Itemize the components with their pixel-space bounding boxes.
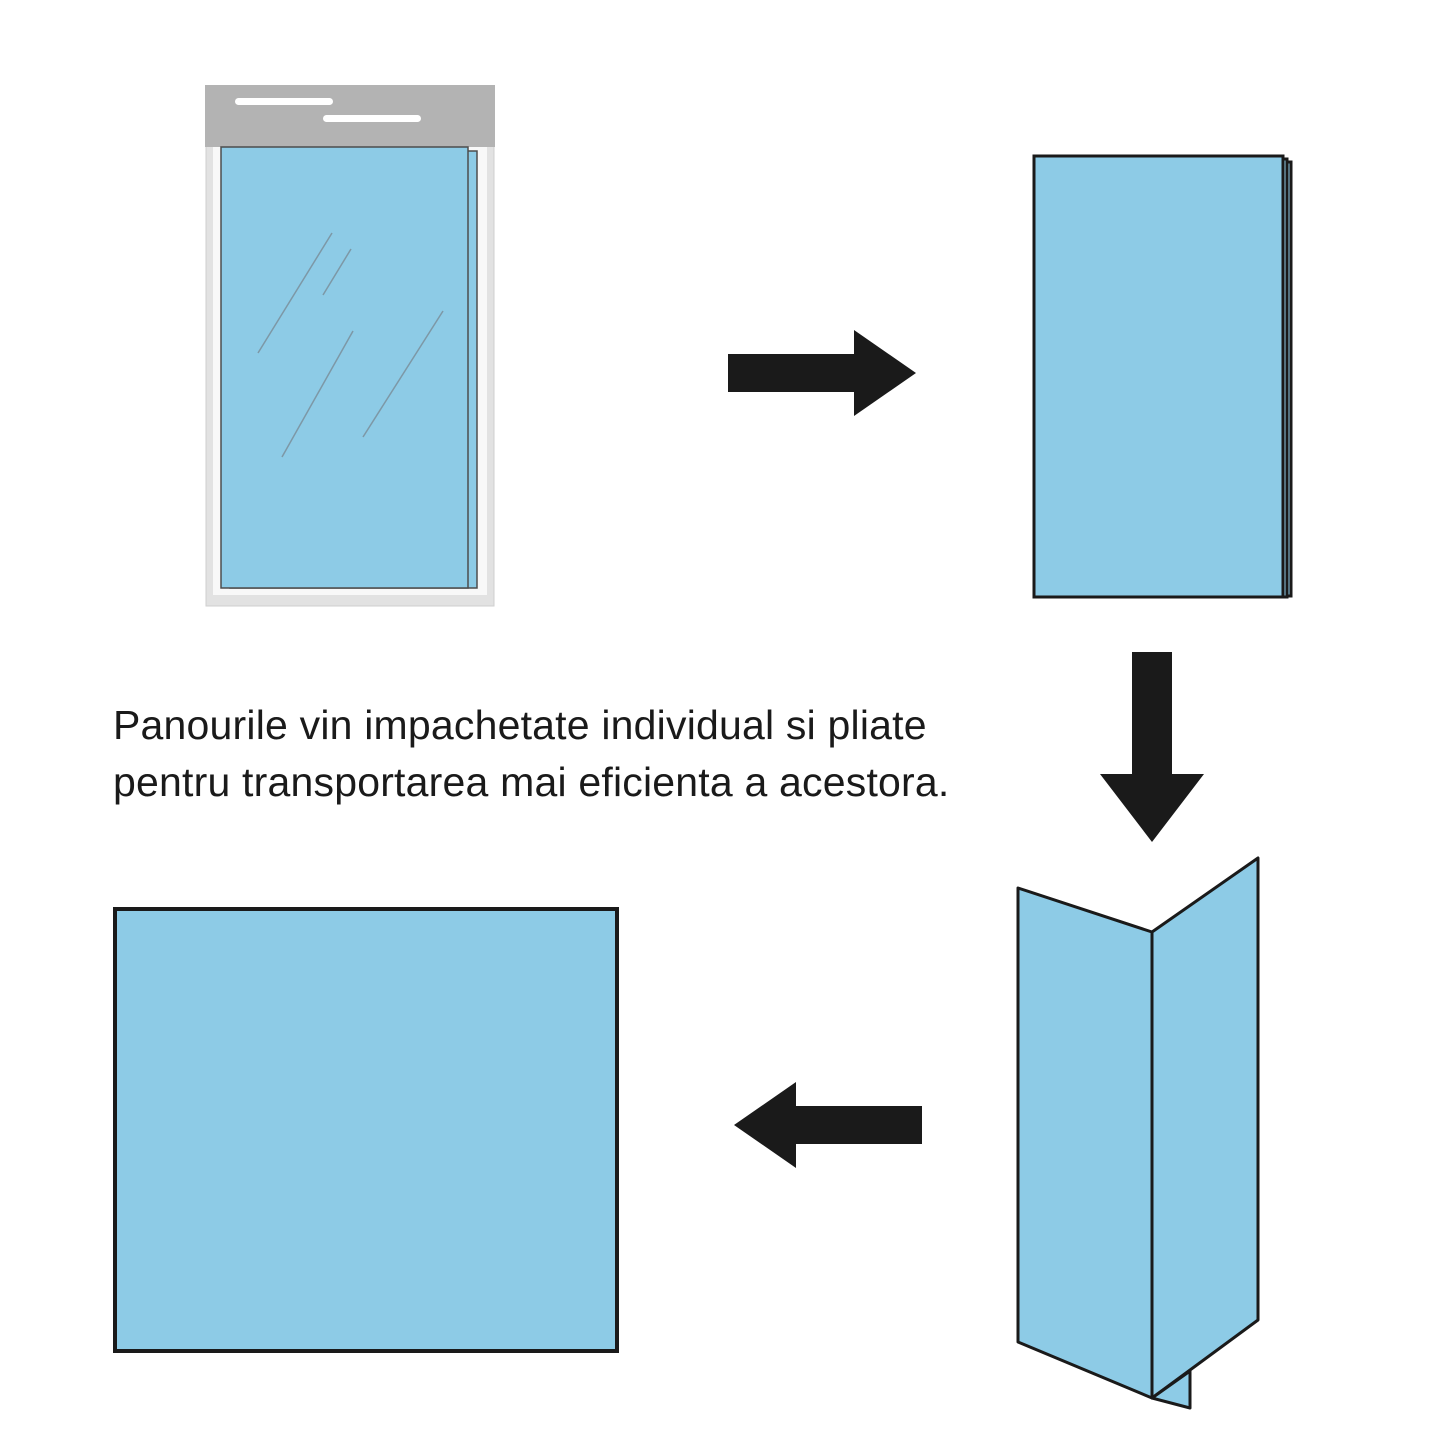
trifold-right-face — [1150, 856, 1260, 1400]
package-label-line-1 — [235, 98, 333, 105]
arrow-left-icon — [734, 1082, 922, 1168]
packaged-panel-illustration — [205, 85, 495, 607]
folded-sheet-front — [1032, 154, 1285, 599]
caption-line-2: pentru transportarea mai eficienta a ace… — [113, 759, 950, 805]
folded-panel-illustration — [1032, 154, 1293, 599]
arrow-down-shape — [1100, 652, 1204, 842]
arrow-down-icon — [1100, 652, 1204, 842]
arrow-right-icon — [728, 330, 916, 416]
panel-sheet-front — [220, 146, 469, 589]
trifold-panel-illustration — [1016, 856, 1260, 1410]
arrow-right-shape — [728, 330, 916, 416]
caption: Panourile vin impachetate individual si … — [113, 697, 950, 811]
arrow-left-shape — [734, 1082, 922, 1168]
unfolded-panel-illustration — [113, 907, 619, 1353]
trifold-bottom-flap — [1150, 1369, 1192, 1410]
trifold-left-face — [1016, 886, 1154, 1400]
caption-line-1: Panourile vin impachetate individual si … — [113, 702, 927, 748]
glass-shine-lines — [257, 232, 444, 458]
package-label-line-2 — [323, 115, 421, 122]
unfolded-panel-face — [113, 907, 619, 1353]
